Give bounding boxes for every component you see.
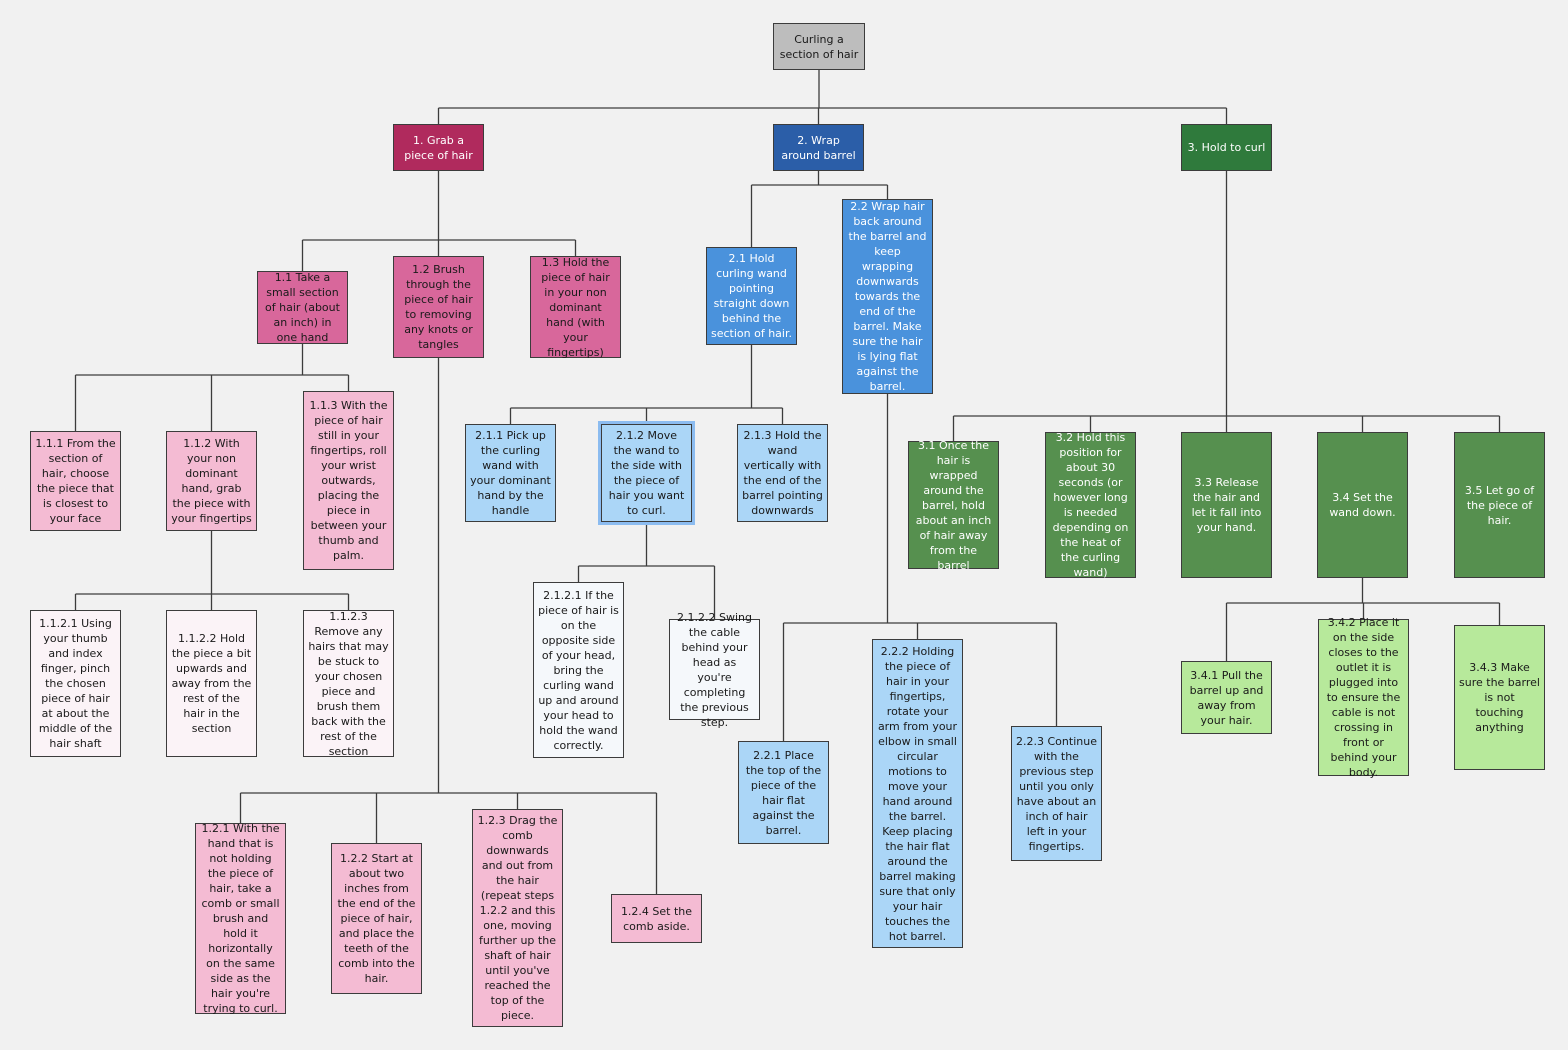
node-1[interactable]: 1. Grab a piece of hair [393,124,484,171]
node-1-2-1-label: 1.2.1 With the hand that is not holding … [201,822,280,1015]
node-root[interactable]: Curling a section of hair [773,23,865,70]
node-3-5[interactable]: 3.5 Let go of the piece of hair. [1454,432,1545,578]
node-1-2[interactable]: 1.2 Brush through the piece of hair to r… [393,256,484,358]
node-2-2-1-label: 2.2.1 Place the top of the piece of the … [745,748,822,837]
node-1-2-4-label: 1.2.4 Set the comb aside. [620,904,693,933]
node-2-1-2-1-label: 2.1.2.1 If the piece of hair is on the o… [538,588,619,752]
node-3-3[interactable]: 3.3 Release the hair and let it fall int… [1181,432,1272,578]
node-1-2-3[interactable]: 1.2.3 Drag the comb downwards and out fr… [472,809,563,1027]
node-1-1-2[interactable]: 1.1.2 With your non dominant hand, grab … [166,431,257,531]
node-1-3[interactable]: 1.3 Hold the piece of hair in your non d… [530,255,621,359]
node-2-1-3[interactable]: 2.1.3 Hold the wand vertically with the … [737,424,828,522]
node-3-3-label: 3.3 Release the hair and let it fall int… [1191,476,1262,534]
node-1-2-2-label: 1.2.2 Start at about two inches from the… [337,852,416,985]
node-2-1[interactable]: 2.1 Hold curling wand pointing straight … [706,247,797,345]
node-1-2-label: 1.2 Brush through the piece of hair to r… [404,263,473,351]
node-3-5-label: 3.5 Let go of the piece of hair. [1464,483,1535,527]
node-3[interactable]: 3. Hold to curl [1181,124,1272,171]
node-1-1-2-label: 1.1.2 With your non dominant hand, grab … [171,437,252,525]
node-2-2-label: 2.2 Wrap hair back around the barrel and… [848,200,927,393]
node-3-1[interactable]: 3.1 Once the hair is wrapped around the … [908,439,999,572]
node-2-2-1[interactable]: 2.2.1 Place the top of the piece of the … [738,741,829,844]
node-1-2-4[interactable]: 1.2.4 Set the comb aside. [611,894,702,943]
node-1-1-3-label: 1.1.3 With the piece of hair still in yo… [309,399,388,562]
node-3-1-label: 3.1 Once the hair is wrapped around the … [915,438,992,572]
node-root-label: Curling a section of hair [779,32,859,61]
node-2[interactable]: 2. Wrap around barrel [773,124,864,171]
node-1-3-label: 1.3 Hold the piece of hair in your non d… [541,255,610,359]
node-3-4-3-label: 3.4.3 Make sure the barrel is not touchi… [1459,661,1540,734]
node-1-1-2-1-label: 1.1.2.1 Using your thumb and index finge… [38,617,113,750]
node-1-1[interactable]: 1.1 Take a small section of hair (about … [257,271,348,344]
node-2-2[interactable]: 2.2 Wrap hair back around the barrel and… [842,199,933,394]
node-2-1-1[interactable]: 2.1.1 Pick up the curling wand with your… [465,424,556,522]
node-3-4-2-label: 3.4.2 Place it on the side closes to the… [1326,616,1401,779]
node-1-2-1[interactable]: 1.2.1 With the hand that is not holding … [195,822,286,1015]
node-2-2-3-label: 2.2.3 Continue with the previous step un… [1016,734,1097,853]
node-2-1-2-1[interactable]: 2.1.2.1 If the piece of hair is on the o… [533,582,624,758]
node-3-4-2[interactable]: 3.4.2 Place it on the side closes to the… [1318,616,1409,779]
node-3-4-label: 3.4 Set the wand down. [1329,491,1396,519]
node-2-1-1-label: 2.1.1 Pick up the curling wand with your… [470,429,551,517]
node-2-1-2-2-label: 2.1.2.2 Swing the cable behind your head… [677,610,752,729]
node-2-1-2-label: 2.1.2 Move the wand to the side with the… [608,429,685,517]
node-1-1-1-label: 1.1.1 From the section of hair, choose t… [35,437,116,525]
node-1-1-2-3[interactable]: 1.1.2.3 Remove any hairs that may be stu… [303,609,394,758]
node-3-4[interactable]: 3.4 Set the wand down. [1317,432,1408,578]
node-1-2-3-label: 1.2.3 Drag the comb downwards and out fr… [477,814,558,1022]
node-1-1-3[interactable]: 1.1.3 With the piece of hair still in yo… [303,391,394,570]
node-3-2[interactable]: 3.2 Hold this position for about 30 seco… [1045,431,1136,579]
node-2-label: 2. Wrap around barrel [781,133,856,162]
node-1-1-2-3-label: 1.1.2.3 Remove any hairs that may be stu… [308,609,389,758]
node-3-label: 3. Hold to curl [1187,141,1266,154]
node-3-4-3[interactable]: 3.4.3 Make sure the barrel is not touchi… [1454,625,1545,770]
node-1-2-2[interactable]: 1.2.2 Start at about two inches from the… [331,843,422,994]
node-1-1-2-1[interactable]: 1.1.2.1 Using your thumb and index finge… [30,610,121,757]
node-3-4-1-label: 3.4.1 Pull the barrel up and away from y… [1189,668,1264,727]
node-1-label: 1. Grab a piece of hair [404,133,473,162]
node-1-1-2-2-label: 1.1.2.2 Hold the piece a bit upwards and… [171,632,252,735]
node-2-1-2[interactable]: 2.1.2 Move the wand to the side with the… [598,421,695,525]
node-2-1-label: 2.1 Hold curling wand pointing straight … [711,252,792,340]
node-1-1-label: 1.1 Take a small section of hair (about … [265,271,340,344]
node-2-2-2-label: 2.2.2 Holding the piece of hair in your … [877,644,958,943]
node-1-1-1[interactable]: 1.1.1 From the section of hair, choose t… [30,431,121,531]
node-2-2-3[interactable]: 2.2.3 Continue with the previous step un… [1011,726,1102,861]
node-3-4-1[interactable]: 3.4.1 Pull the barrel up and away from y… [1181,661,1272,734]
node-3-2-label: 3.2 Hold this position for about 30 seco… [1052,431,1129,579]
node-2-1-3-label: 2.1.3 Hold the wand vertically with the … [742,429,823,517]
node-2-1-2-2[interactable]: 2.1.2.2 Swing the cable behind your head… [669,611,760,729]
node-2-2-2[interactable]: 2.2.2 Holding the piece of hair in your … [872,639,963,948]
node-1-1-2-2[interactable]: 1.1.2.2 Hold the piece a bit upwards and… [166,610,257,757]
